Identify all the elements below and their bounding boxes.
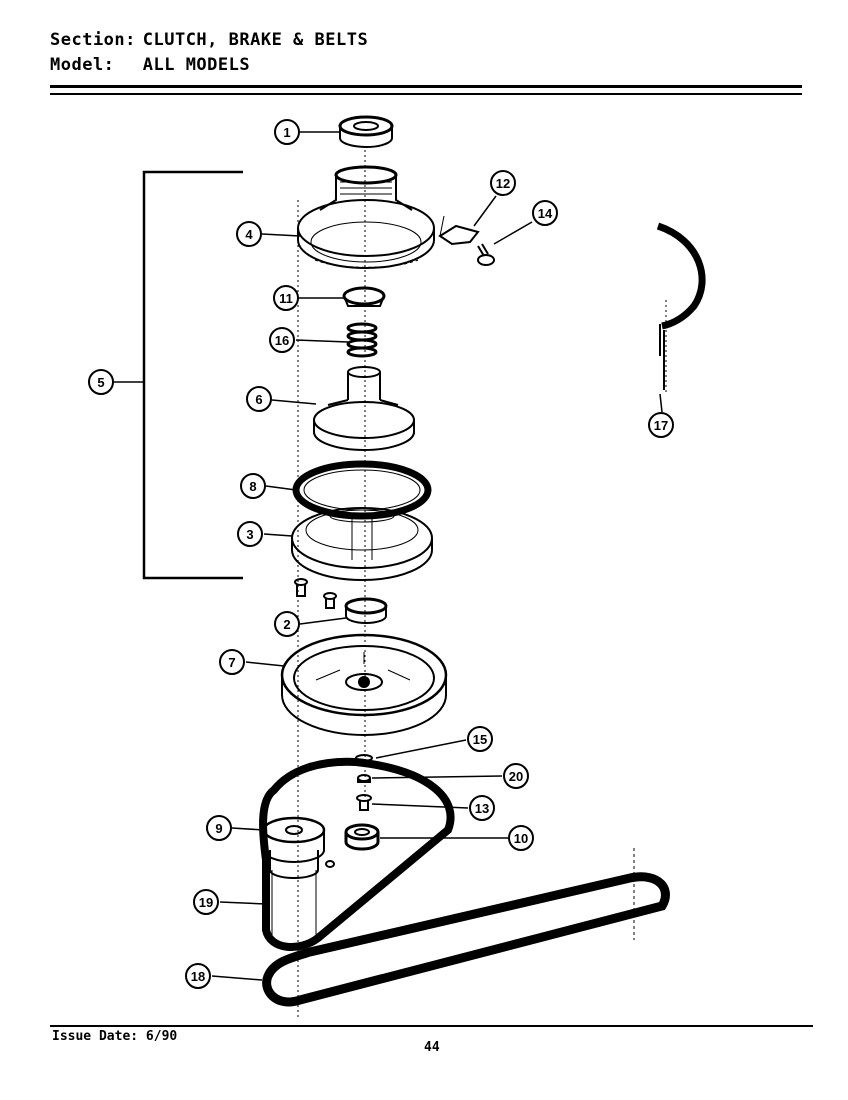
svg-text:4: 4 [245,227,253,242]
model-label: Model: [50,55,115,75]
footer-rule [50,1025,813,1027]
svg-text:20: 20 [509,769,523,784]
idler-bearing [344,823,380,851]
section-header: Section: CLUTCH, BRAKE & BELTS [50,30,368,50]
header-rule-thick [50,85,802,88]
pulley-bolt [356,794,372,811]
svg-text:17: 17 [654,418,668,433]
model-value: ALL MODELS [142,55,251,75]
callout-6: 6 [246,386,272,412]
svg-text:9: 9 [215,821,222,836]
callout-7: 7 [219,649,245,675]
header-rule-thin [50,93,802,95]
callout-12: 12 [490,170,516,196]
callout-15: 15 [467,726,493,752]
callout-16: 16 [269,327,295,353]
brake-clip [438,215,480,246]
long-belt [262,872,670,1007]
callout-14: 14 [532,200,558,226]
callout-19: 19 [193,889,219,915]
bearing-lower [344,597,388,624]
svg-text:2: 2 [283,617,290,632]
brake-band [656,222,706,395]
drive-pulley [280,633,448,736]
callout-5: 5 [88,369,114,395]
clutch-spring [346,322,378,358]
callout-9: 9 [206,815,232,841]
callout-13: 13 [469,795,495,821]
svg-text:7: 7 [228,655,235,670]
svg-text:10: 10 [514,831,528,846]
svg-text:11: 11 [279,291,293,306]
leader-lines [114,131,663,981]
model-header: Model: ALL MODELS [50,55,250,75]
callout-3: 3 [237,521,263,547]
svg-text:3: 3 [246,527,253,542]
motor-pulley [262,816,335,940]
clutch-cone [313,366,415,451]
drum-screws [294,578,337,609]
svg-text:5: 5 [97,375,104,390]
svg-text:13: 13 [475,801,489,816]
svg-text:19: 19 [199,895,213,910]
svg-text:18: 18 [191,969,205,984]
pulley-nut [357,774,371,783]
svg-text:6: 6 [255,392,262,407]
callout-11: 11 [273,285,299,311]
issue-date: Issue Date: 6/90 [52,1029,178,1044]
section-value: CLUTCH, BRAKE & BELTS [142,30,369,50]
callout-4: 4 [236,221,262,247]
svg-text:12: 12 [496,176,510,191]
callout-2: 2 [274,611,300,637]
assembly-bracket [142,170,243,580]
callout-8: 8 [240,473,266,499]
svg-text:8: 8 [249,479,256,494]
callout-10: 10 [508,825,534,851]
clutch-drum [291,507,433,581]
clip-screw [477,243,495,266]
spring-seat [342,286,386,307]
callout-labels: 1 2 3 4 5 6 7 8 9 10 11 12 13 14 15 16 1… [88,119,674,989]
callout-17: 17 [648,412,674,438]
drive-belt [259,757,455,952]
svg-text:1: 1 [283,125,290,140]
callout-18: 18 [185,963,211,989]
callout-20: 20 [503,763,529,789]
svg-text:16: 16 [275,333,289,348]
svg-text:15: 15 [473,732,487,747]
section-label: Section: [50,30,136,50]
callout-1: 1 [274,119,300,145]
svg-text:14: 14 [538,206,553,221]
bearing-top [338,115,394,148]
page-number: 44 [424,1040,440,1055]
brake-housing [297,165,435,269]
